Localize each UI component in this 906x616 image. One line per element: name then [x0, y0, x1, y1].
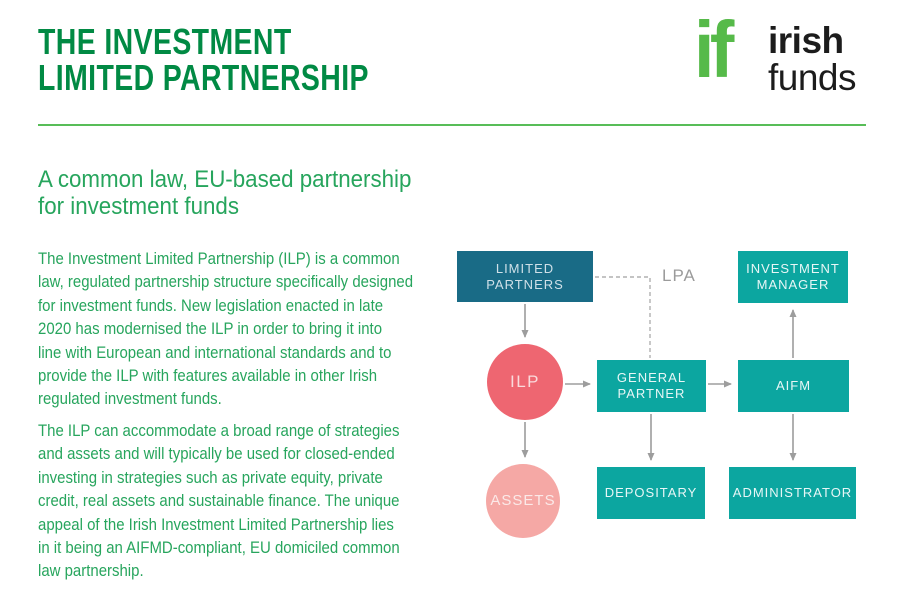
diagram-connectors	[521, 276, 797, 461]
subtitle: A common law, EU-based partnership for i…	[38, 166, 412, 220]
intro-paragraph-2: The ILP can accommodate a broad range of…	[38, 421, 400, 581]
lpa-label: LPA	[662, 266, 696, 285]
node-investment-manager: INVESTMENT MANAGER	[738, 251, 848, 303]
node-limited-partners: LIMITED PARTNERS	[457, 251, 593, 302]
node-depositary: DEPOSITARY	[597, 467, 705, 519]
irish-funds-logo-mark: if	[694, 5, 734, 94]
node-aifm: AIFM	[738, 360, 849, 412]
node-assets: ASSETS	[486, 464, 560, 538]
node-general-partner: GENERAL PARTNER	[597, 360, 706, 412]
intro-paragraph-1: The Investment Limited Partnership (ILP)…	[38, 249, 414, 409]
irish-funds-logo: if irish funds	[694, 5, 874, 112]
ilp-structure-diagram: LIMITED PARTNERS INVESTMENT MANAGER ILP …	[450, 240, 906, 616]
page-title: THE INVESTMENT LIMITED PARTNERSHIP	[38, 21, 369, 98]
node-ilp: ILP	[487, 344, 563, 420]
irish-funds-logo-name: irish funds	[768, 20, 857, 98]
header-divider-line	[38, 124, 866, 126]
logo-text-funds: funds	[768, 57, 857, 98]
logo-text-irish: irish	[768, 20, 844, 61]
lpa-dashed-connector	[595, 276, 651, 358]
node-administrator: ADMINISTRATOR	[729, 467, 856, 519]
